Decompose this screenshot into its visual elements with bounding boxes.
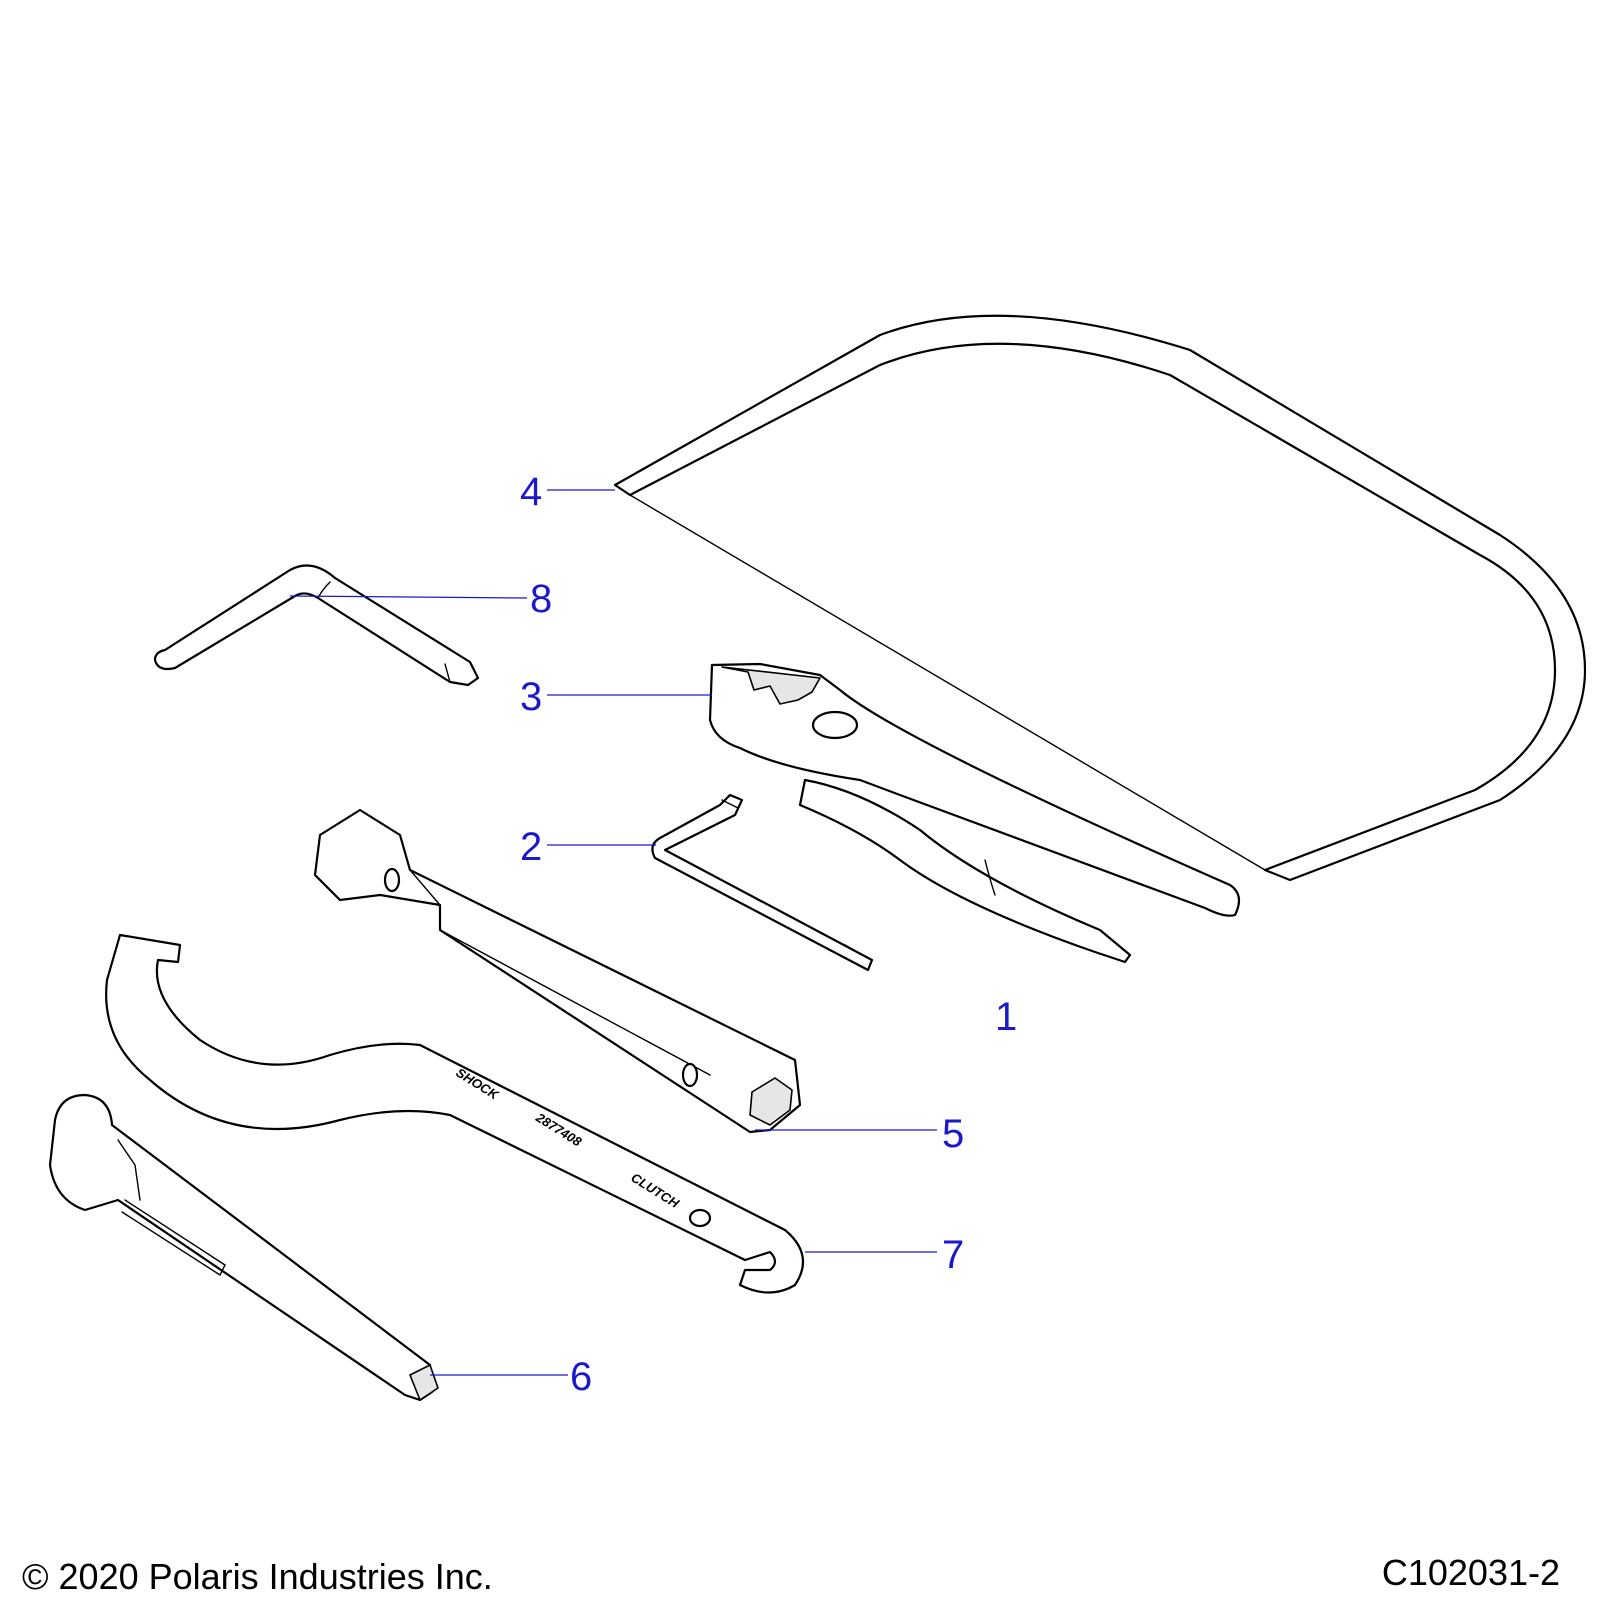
callout-3: 3 xyxy=(520,675,542,719)
driver-handle-part-6 xyxy=(48,1093,439,1402)
callout-6: 6 xyxy=(570,1355,592,1399)
callout-2: 2 xyxy=(520,825,542,869)
callout-8: 8 xyxy=(530,577,552,621)
socket-wrench-part-5 xyxy=(313,808,802,1134)
spanner-wrench-part-7: SHOCK 2877408 CLUTCH xyxy=(105,933,805,1294)
callout-4: 4 xyxy=(520,470,542,514)
callout-5: 5 xyxy=(942,1112,964,1156)
torx-key-part-2 xyxy=(651,793,874,972)
leader-lines xyxy=(289,489,937,1376)
l-pin-tool-part-8 xyxy=(153,564,480,687)
callout-1: 1 xyxy=(995,995,1017,1039)
pliers-part-3 xyxy=(708,662,1241,964)
figure-id: C102031-2 xyxy=(1381,1552,1560,1593)
copyright-notice: © 2020 Polaris Industries Inc. xyxy=(22,1556,493,1597)
callout-7: 7 xyxy=(942,1233,964,1277)
tool-bag-part-4 xyxy=(613,314,1587,882)
